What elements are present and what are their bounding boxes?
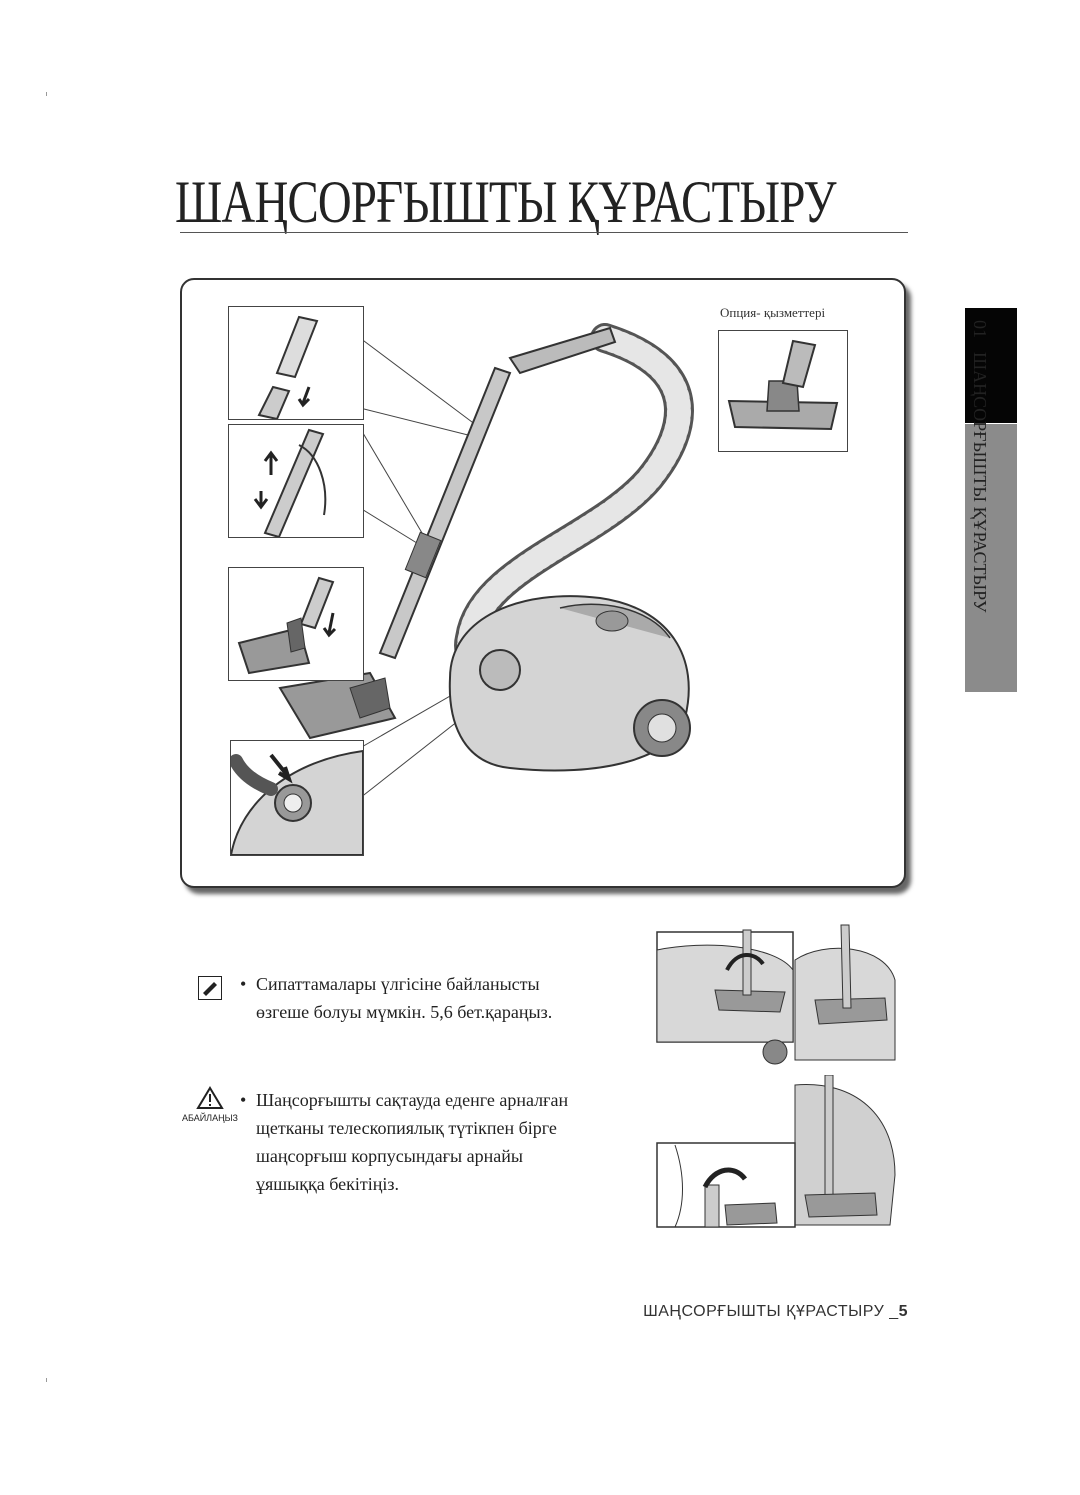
caution-label: АБАЙЛАҢЫЗ — [182, 1113, 238, 1123]
caution-line: шаңсорғыш корпусындағы арнайы — [256, 1146, 523, 1166]
storage-illustration-top — [656, 924, 896, 1065]
note-line: Сипаттамалары үлгісіне байланысты — [256, 974, 540, 994]
storage-illustration-bottom — [656, 1075, 896, 1228]
caution-line: ұяшыққа бекітіңіз. — [256, 1174, 399, 1194]
optional-nozzle-diagram — [727, 339, 839, 431]
tube-adjust-diagram — [253, 428, 327, 539]
inset-hose-connect — [229, 740, 364, 856]
note-line: өзгеше болуы мүмкін. 5,6 бет.қараңыз. — [256, 1002, 553, 1022]
inset-tube-adjust — [228, 424, 364, 539]
option-label: Опция- қызметтері — [720, 305, 826, 320]
note-icon — [198, 976, 222, 1000]
chapter-number: 01 — [970, 320, 990, 338]
inset-handle-connect — [228, 306, 364, 421]
crop-mark — [46, 1378, 47, 1382]
side-tab-label: 01ШАҢСОРҒЫШТЫ ҚҰРАСТЫРУ — [969, 320, 990, 626]
side-tab-marker — [965, 308, 1017, 423]
warning-triangle-icon — [196, 1086, 224, 1109]
side-tab — [965, 424, 1017, 692]
crop-mark — [46, 92, 47, 96]
nozzle-connect-diagram — [237, 576, 337, 675]
chapter-title: ШАҢСОРҒЫШТЫ ҚҰРАСТЫРУ — [970, 352, 990, 613]
note-text: • Сипаттамалары үлгісіне байланысты өзгеш… — [240, 970, 660, 1026]
bullet: • — [240, 1090, 247, 1110]
inset-optional-nozzle — [718, 330, 848, 452]
caution-text: • Шаңсорғышты сақтауда еденге арналған ще… — [240, 1086, 660, 1198]
footer-text: ШАҢСОРҒЫШТЫ ҚҰРАСТЫРУ _ — [643, 1303, 899, 1320]
caution-line: Шаңсорғышты сақтауда еденге арналған — [256, 1090, 569, 1110]
caution-line: щетканы телескопиялық түтікпен бірге — [256, 1118, 557, 1138]
page-number: 5 — [898, 1303, 908, 1320]
title-underline — [180, 232, 908, 233]
note-pencil-icon — [203, 982, 217, 996]
inset-nozzle-connect — [228, 567, 364, 681]
vacuum-cleaner-illustration — [278, 323, 694, 799]
bullet: • — [240, 974, 247, 994]
page-title: ШАҢСОРҒЫШТЫ ҚҰРАСТЫРУ — [175, 169, 837, 235]
handle-connect-diagram — [257, 315, 319, 421]
hose-connect-diagram — [229, 749, 364, 856]
page-footer: ШАҢСОРҒЫШТЫ ҚҰРАСТЫРУ _5 — [643, 1303, 908, 1321]
